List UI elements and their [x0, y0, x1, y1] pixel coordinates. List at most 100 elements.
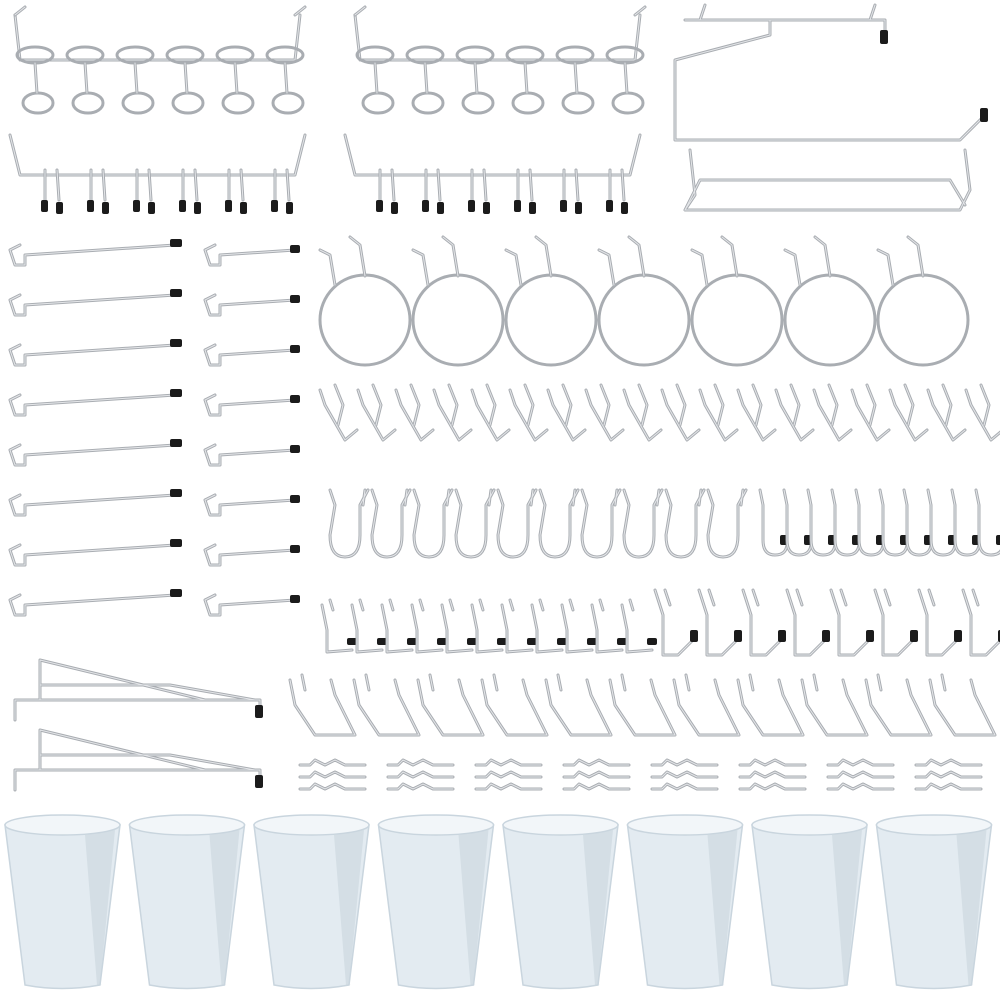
l-hook: [380, 598, 417, 654]
wire: [864, 673, 933, 737]
peg-lock: [738, 758, 807, 791]
rubber-tip: [56, 202, 63, 214]
wire-highlight: [737, 674, 804, 736]
wire-highlight: [319, 236, 366, 286]
small-angled-hook: [926, 383, 967, 442]
rubber-tip: [910, 630, 918, 642]
bar-hanger: [683, 148, 972, 212]
wire-highlight: [915, 783, 982, 790]
large-l-hook: [961, 588, 1000, 657]
rubber-tip: [575, 202, 582, 214]
wire-highlight: [14, 6, 306, 16]
wire-highlight: [475, 771, 542, 778]
rubber-tip: [170, 239, 182, 247]
wire: [964, 383, 1000, 442]
small-j-hook: [854, 488, 885, 557]
small-j-hook: [974, 488, 1000, 557]
large-ring-holder: [876, 235, 970, 367]
wire-highlight: [609, 674, 676, 736]
rubber-tip: [225, 200, 232, 212]
small-angled-hook: [812, 383, 853, 442]
peg-lock: [914, 758, 983, 791]
wire: [203, 443, 297, 467]
rubber-tip: [557, 638, 567, 645]
small-angled-hook: [318, 383, 359, 442]
j-hook: [496, 488, 538, 559]
wire-highlight: [623, 489, 663, 558]
wire-highlight: [739, 771, 806, 778]
rubber-tip: [290, 245, 300, 253]
wire-highlight: [539, 489, 579, 558]
rubber-tip: [170, 289, 182, 297]
wire: [353, 5, 647, 17]
rubber-tip: [852, 535, 859, 545]
short-pegboard-hook: [203, 343, 300, 367]
wire-highlight: [204, 344, 296, 366]
wire-highlight: [621, 599, 653, 653]
wire-highlight: [274, 169, 290, 201]
short-pegboard-hook: [203, 593, 300, 617]
wire-highlight: [234, 62, 238, 94]
long-pegboard-hook: [8, 389, 182, 417]
wire: [203, 493, 297, 517]
rubber-tip: [972, 535, 979, 545]
cup-rim: [253, 814, 370, 836]
wire-highlight: [865, 674, 932, 736]
wire-highlight: [585, 384, 624, 441]
wire: [854, 488, 885, 557]
wire-highlight: [784, 236, 831, 286]
wire-highlight: [14, 729, 261, 791]
wire-highlight: [505, 236, 552, 286]
rubber-tip: [467, 638, 477, 645]
peg-lock: [826, 758, 895, 791]
rubber-tip: [621, 202, 628, 214]
wire: [13, 5, 307, 17]
wire-highlight: [591, 599, 623, 653]
storage-cup: [502, 814, 619, 990]
wire: [878, 488, 909, 557]
ring: [271, 91, 305, 115]
wire-highlight: [581, 489, 621, 558]
wire: [673, 3, 987, 142]
long-pegboard-hook: [8, 289, 182, 317]
storage-cup: [4, 814, 121, 990]
wire-highlight: [509, 384, 548, 441]
rubber-tip: [422, 200, 429, 212]
long-pegboard-hook: [8, 339, 182, 367]
large-ring-holder: [318, 235, 412, 367]
rubber-tip: [617, 638, 627, 645]
rubber-tip: [483, 202, 490, 214]
wire-highlight: [737, 384, 776, 441]
large-l-hook: [741, 588, 786, 657]
wire-highlight: [204, 294, 296, 316]
rubber-tip: [170, 439, 182, 447]
triangle-hook: [864, 673, 933, 737]
rubber-tip: [290, 545, 300, 553]
wire-highlight: [517, 169, 533, 201]
cup-rim: [377, 814, 495, 836]
wire-highlight: [951, 489, 980, 556]
wire-highlight: [204, 394, 296, 416]
rubber-tip: [437, 638, 447, 645]
ring: [876, 273, 970, 367]
wire-highlight: [651, 783, 718, 790]
wire: [830, 488, 861, 557]
angled-tool-holder: [13, 658, 263, 722]
large-ring-holder: [597, 235, 691, 367]
wire-highlight: [455, 489, 495, 558]
small-angled-hook: [508, 383, 549, 442]
small-angled-hook: [584, 383, 625, 442]
short-pegboard-hook: [203, 293, 300, 317]
wire-highlight: [481, 674, 548, 736]
triangle-hook: [480, 673, 549, 737]
long-pegboard-hook: [8, 489, 182, 517]
wire-highlight: [425, 169, 441, 201]
cup-shade: [707, 830, 738, 985]
l-hook: [320, 598, 357, 654]
wire-highlight: [691, 236, 738, 286]
wire-highlight: [927, 489, 956, 556]
rubber-tip: [255, 705, 263, 718]
wire-highlight: [351, 599, 383, 653]
wire-highlight: [471, 169, 487, 201]
